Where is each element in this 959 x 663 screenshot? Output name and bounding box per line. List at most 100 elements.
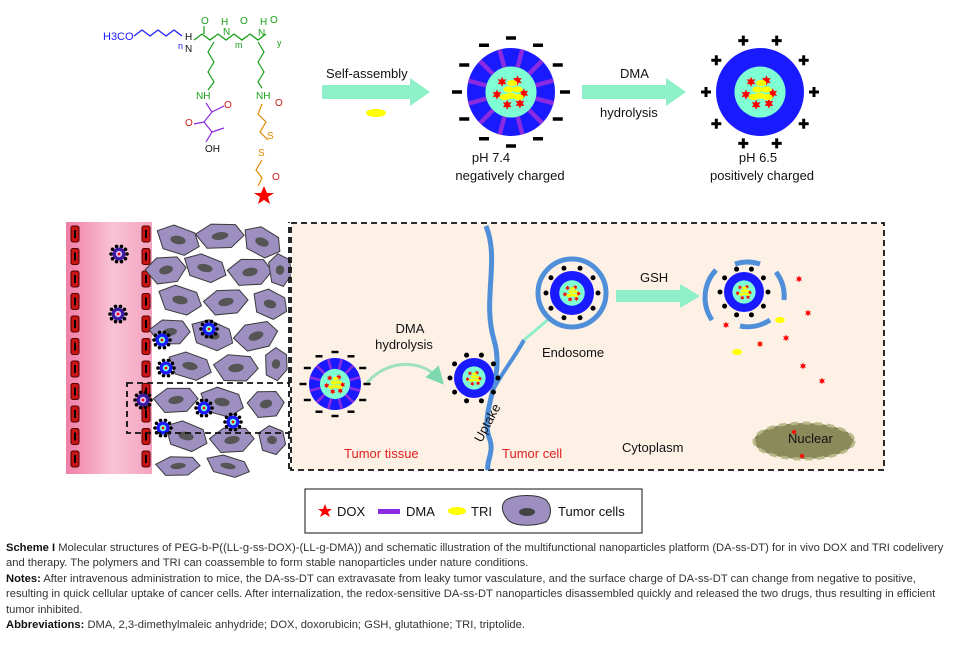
surface-group (108, 312, 112, 316)
dox-star-icon (746, 76, 756, 87)
legend-tri-label: TRI (471, 504, 492, 519)
surface-group (113, 319, 118, 324)
dma-bar (527, 59, 544, 76)
surface-group (237, 424, 242, 429)
legend-dma-bar-icon (378, 509, 400, 514)
surface-group (199, 398, 204, 403)
surface-group (478, 398, 484, 404)
dma-bar (497, 48, 507, 68)
tri-ellipse-icon (330, 380, 337, 385)
tri-ellipse-icon (744, 289, 750, 293)
zoom-region (126, 382, 290, 434)
small-np-dox (164, 366, 168, 370)
dox-star-icon (337, 387, 343, 394)
tumor-cell-nucleus (170, 235, 186, 245)
amide-h2: H (221, 17, 228, 28)
tumor-cell (144, 256, 187, 285)
surface-group (167, 421, 172, 426)
small-nanoparticle (223, 412, 243, 432)
surface-group (152, 338, 156, 342)
tumor-cell-nucleus (218, 297, 234, 307)
tri-ellipse-icon (738, 292, 744, 296)
legend-dma-label: DMA (406, 504, 435, 519)
positive-charge-icon (714, 118, 718, 129)
ph74-label: pH 7.4 (472, 150, 510, 165)
circulating-nanoparticles (108, 244, 243, 438)
dma-hydrolysis-curved-arrow (364, 363, 445, 385)
dox-star-icon (764, 98, 774, 109)
tri-ellipse-icon (512, 86, 523, 93)
surface-group (722, 275, 728, 281)
hydrolysis-label-bottom: hydrolysis (375, 337, 433, 352)
negative-charge-icon (533, 137, 543, 141)
surface-group (490, 389, 496, 395)
tumor-cell (268, 253, 293, 287)
dox-star-icon (576, 291, 581, 297)
tumor-cell-nucleus (172, 295, 188, 305)
surface-group (595, 290, 601, 296)
notes-text: After intravenous administration to mice… (6, 572, 936, 616)
surface-group (133, 398, 137, 402)
endosome-label: Endosome (542, 345, 604, 360)
surface-group (224, 424, 229, 429)
dma-bar (349, 386, 361, 392)
tumor-cell (265, 346, 288, 382)
carbonyl-o3: O (270, 15, 278, 26)
broken-endosome-arc (773, 270, 787, 301)
abbreviations-label: Abbreviations: (6, 619, 85, 632)
dox-star-icon (339, 381, 346, 388)
carbonyl-o1: O (201, 16, 209, 27)
tri-ellipse-icon (507, 80, 518, 87)
dma-bar (497, 116, 507, 136)
surface-group (138, 405, 143, 410)
legend: DOX DMA TRI Tumor cells (304, 488, 643, 534)
dma-bar (478, 108, 495, 125)
small-nanoparticle (109, 244, 129, 264)
cytoplasm-label: Cytoplasm (622, 440, 683, 455)
tri-ellipse-icon (470, 375, 476, 379)
tri-ellipse-icon (328, 385, 335, 389)
dox-star-icon (327, 375, 333, 381)
polymer-structure: H3CO n H N O H N m O H N y O NH NH O O O… (103, 15, 283, 204)
small-np-dox (202, 406, 206, 410)
negative-charge-icon (459, 117, 470, 121)
tumor-cell (212, 354, 259, 382)
surface-group (162, 330, 167, 335)
sulfur-1: S (267, 131, 274, 142)
surface-group (209, 319, 214, 324)
dma-bar (467, 78, 487, 88)
surface-group (162, 345, 167, 350)
ph65-label: pH 6.5 (739, 150, 777, 165)
tri-ellipse-icon (475, 378, 480, 382)
amide-h1: H (185, 32, 192, 43)
surface-group (209, 334, 214, 339)
surface-group (166, 358, 171, 363)
tumor-cell (246, 390, 285, 419)
dox-star-icon (740, 295, 745, 301)
surface-group (734, 312, 740, 318)
amide-h3: H (260, 17, 267, 28)
tumor-cell-cluster (144, 223, 293, 478)
gsh-arrow (616, 284, 700, 308)
tumor-cell-nucleus (242, 267, 258, 277)
surface-group (239, 420, 243, 424)
legend-tri-ellipse-icon (448, 507, 466, 515)
tumor-cell-nucleus (170, 462, 186, 470)
surface-group (122, 316, 127, 321)
dma-bar (478, 59, 495, 76)
small-nanoparticle (133, 390, 153, 410)
dox-star-icon (567, 296, 573, 302)
released-dox-icon (805, 309, 811, 317)
surface-group (447, 375, 453, 381)
surface-group (561, 265, 567, 271)
surface-group (199, 413, 204, 418)
surface-group (495, 375, 501, 381)
tumor-cell-nucleus (220, 462, 236, 470)
dox-star-icon (254, 186, 274, 204)
small-np-dox (161, 426, 165, 430)
surface-group (156, 366, 160, 370)
surface-group (748, 266, 754, 272)
small-np-dox (141, 398, 145, 402)
subscript-m: m (235, 40, 243, 50)
cell-membrane (483, 225, 500, 471)
